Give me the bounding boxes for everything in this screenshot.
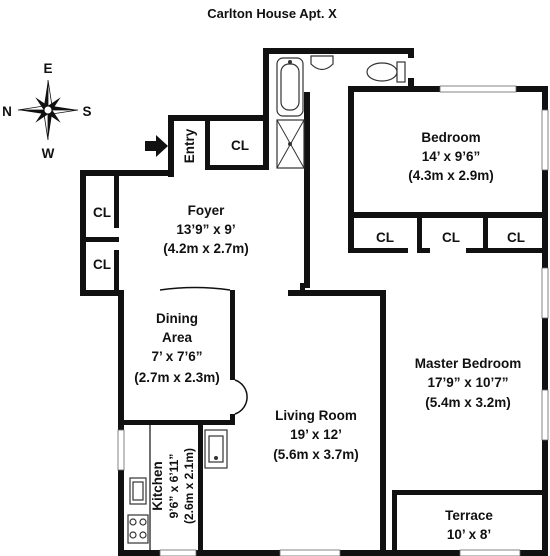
foyer-imperial: 13’9” x 9’ [176,222,235,237]
dining-imperial: 7’ x 7’6” [151,349,202,364]
sink-icon [310,55,334,71]
shower-icon [276,119,305,169]
windows [117,85,549,556]
toilet-icon [366,61,406,83]
plan-title: Carlton House Apt. X [207,6,337,21]
closet-foyer-bottom-label: CL [93,257,111,272]
closet-bedroom-3-label: CL [507,230,525,245]
living-room-name: Living Room [275,408,357,423]
stove-icon [127,514,149,544]
master-bedroom-name: Master Bedroom [415,356,522,371]
compass-south-label: S [82,104,91,119]
foyer-metric: (4.2m x 2.7m) [163,241,249,256]
living-room-imperial: 19’ x 12’ [290,427,342,442]
master-bedroom-imperial: 17’9” x 10’7” [427,375,508,390]
living-room-metric: (5.6m x 3.7m) [273,447,359,462]
dining-window-arc [159,286,231,291]
foyer-name: Foyer [188,203,226,218]
terrace-name: Terrace [445,508,493,523]
bathtub-icon [276,57,304,117]
compass-rose-icon [17,79,79,141]
kitchen-sink-icon [129,477,147,505]
bedroom-name: Bedroom [421,130,480,145]
dining-metric: (2.7m x 2.3m) [134,370,220,385]
kitchen-name: Kitchen [150,461,165,511]
dining-name-line2: Area [162,330,193,345]
terrace-imperial: 10’ x 8’ [447,527,491,542]
entry-label: Entry [182,128,197,163]
refrigerator-icon [204,429,228,469]
entry-arrow-icon [145,135,168,157]
compass-west-label: W [42,146,55,161]
dining-name-line1: Dining [156,311,198,326]
compass-east-label: E [43,61,52,76]
closet-bedroom-2-label: CL [442,230,460,245]
kitchen-metric: (2.6m x 2.1m) [182,448,196,524]
closet-bedroom-1-label: CL [376,230,394,245]
bedroom-imperial: 14’ x 9’6” [422,149,481,164]
kitchen-imperial: 9’6” x 6’11” [167,454,181,519]
compass-north-label: N [2,104,12,119]
closet-foyer-top-label: CL [93,205,111,220]
bedroom-metric: (4.3m x 2.9m) [408,168,494,183]
dining-door-swing [234,379,248,415]
closet-entry-label: CL [231,138,249,153]
master-bedroom-metric: (5.4m x 3.2m) [425,395,511,410]
